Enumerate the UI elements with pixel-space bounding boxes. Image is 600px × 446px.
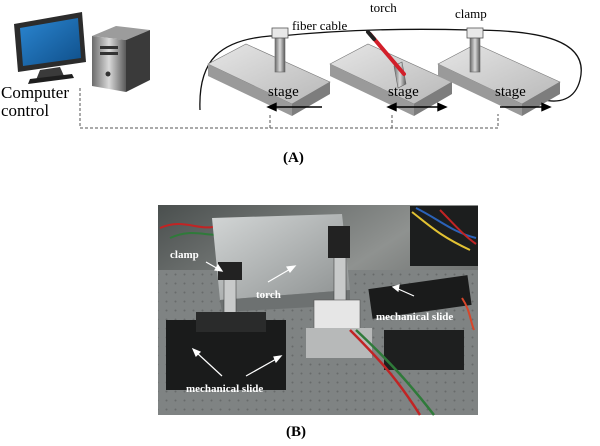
arrow-left-icon xyxy=(386,102,397,112)
photo-mechanical-slide-bottom-label: mechanical slide xyxy=(186,383,263,395)
computer-label-line1: Computer xyxy=(1,83,69,102)
torch-label: torch xyxy=(370,0,397,15)
torch-icon xyxy=(366,30,406,76)
stage-label-left: stage xyxy=(268,84,299,100)
fiber-cable-label: fiber cable xyxy=(292,18,347,33)
clamp-label: clamp xyxy=(455,6,487,21)
panel-b-photo: clamp torch mechanical slide mechanical … xyxy=(158,205,478,416)
stage-left xyxy=(207,43,331,116)
photo-clamp-label: clamp xyxy=(170,249,199,261)
computer-label-line2: control xyxy=(1,101,49,120)
caption-a: (A) xyxy=(283,150,304,166)
computer-tower-icon xyxy=(92,26,150,92)
stage-label-right: stage xyxy=(495,84,526,100)
arrow-left-icon xyxy=(266,102,277,112)
clamp-post-left xyxy=(271,27,289,73)
clamp-post-right xyxy=(466,27,484,73)
computer-monitor-icon xyxy=(14,12,86,84)
arrow-right-icon xyxy=(541,102,552,112)
annotation-arrows xyxy=(191,261,415,377)
photo-torch-label: torch xyxy=(256,289,281,301)
photo-mechanical-slide-right-label: mechanical slide xyxy=(376,311,453,323)
arrow-right-icon xyxy=(437,102,448,112)
stage-arrows xyxy=(266,102,552,112)
control-wiring xyxy=(79,88,499,129)
stage-label-middle: stage xyxy=(388,84,419,100)
caption-b: (B) xyxy=(286,424,306,440)
panel-a: Computer control fiber cable torch clamp… xyxy=(1,0,582,166)
